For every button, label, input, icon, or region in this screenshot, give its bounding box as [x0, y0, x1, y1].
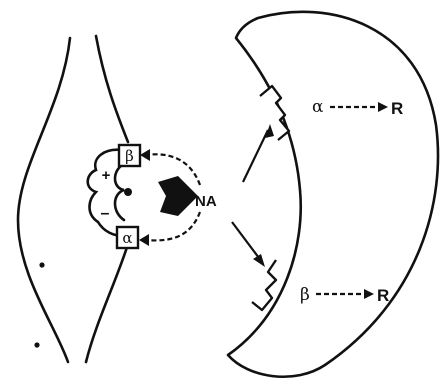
- axon-inner-membrane-top: [96, 36, 128, 142]
- stray-dot: [34, 342, 39, 347]
- feedback-arrowhead-alpha: [139, 234, 149, 246]
- feedback-arrowhead-beta: [140, 149, 150, 161]
- stray-dot: [39, 262, 44, 267]
- postsynaptic-beta-receptor: [252, 260, 276, 310]
- presynaptic-beta-receptor: β: [119, 145, 140, 166]
- release-arrow: [158, 176, 198, 216]
- vesicle-dot: [124, 188, 132, 196]
- terminal-inner-fold: [115, 164, 124, 220]
- arrow-to-alpha-receptor: [243, 130, 268, 182]
- postsynaptic-alpha-receptor: [260, 86, 289, 140]
- presynaptic-beta-label: β: [125, 147, 134, 165]
- presynaptic-terminal: [18, 36, 128, 362]
- beta-response-arrowhead: [364, 289, 374, 299]
- postsynaptic-cell: [228, 12, 438, 377]
- arrow-to-beta-receptor: [232, 222, 262, 262]
- alpha-response-label: R: [391, 99, 403, 118]
- beta-response-label: R: [377, 286, 389, 305]
- arrowhead-beta-receptor: [253, 254, 265, 267]
- axon-outer-membrane: [18, 38, 70, 362]
- postsynaptic-beta-label: β: [300, 285, 310, 305]
- na-label: NA: [195, 193, 217, 210]
- postsynaptic-alpha-label: α: [312, 97, 324, 117]
- presynaptic-alpha-label: α: [122, 229, 132, 247]
- na-to-receptor-arrows: [232, 130, 268, 262]
- positive-feedback-sign: +: [102, 167, 111, 184]
- negative-feedback-sign: –: [101, 205, 110, 222]
- alpha-response-arrowhead: [378, 102, 388, 112]
- presynaptic-alpha-receptor: α: [117, 227, 138, 248]
- axon-inner-membrane-bottom: [86, 244, 128, 362]
- feedback-arc-alpha: [144, 212, 200, 240]
